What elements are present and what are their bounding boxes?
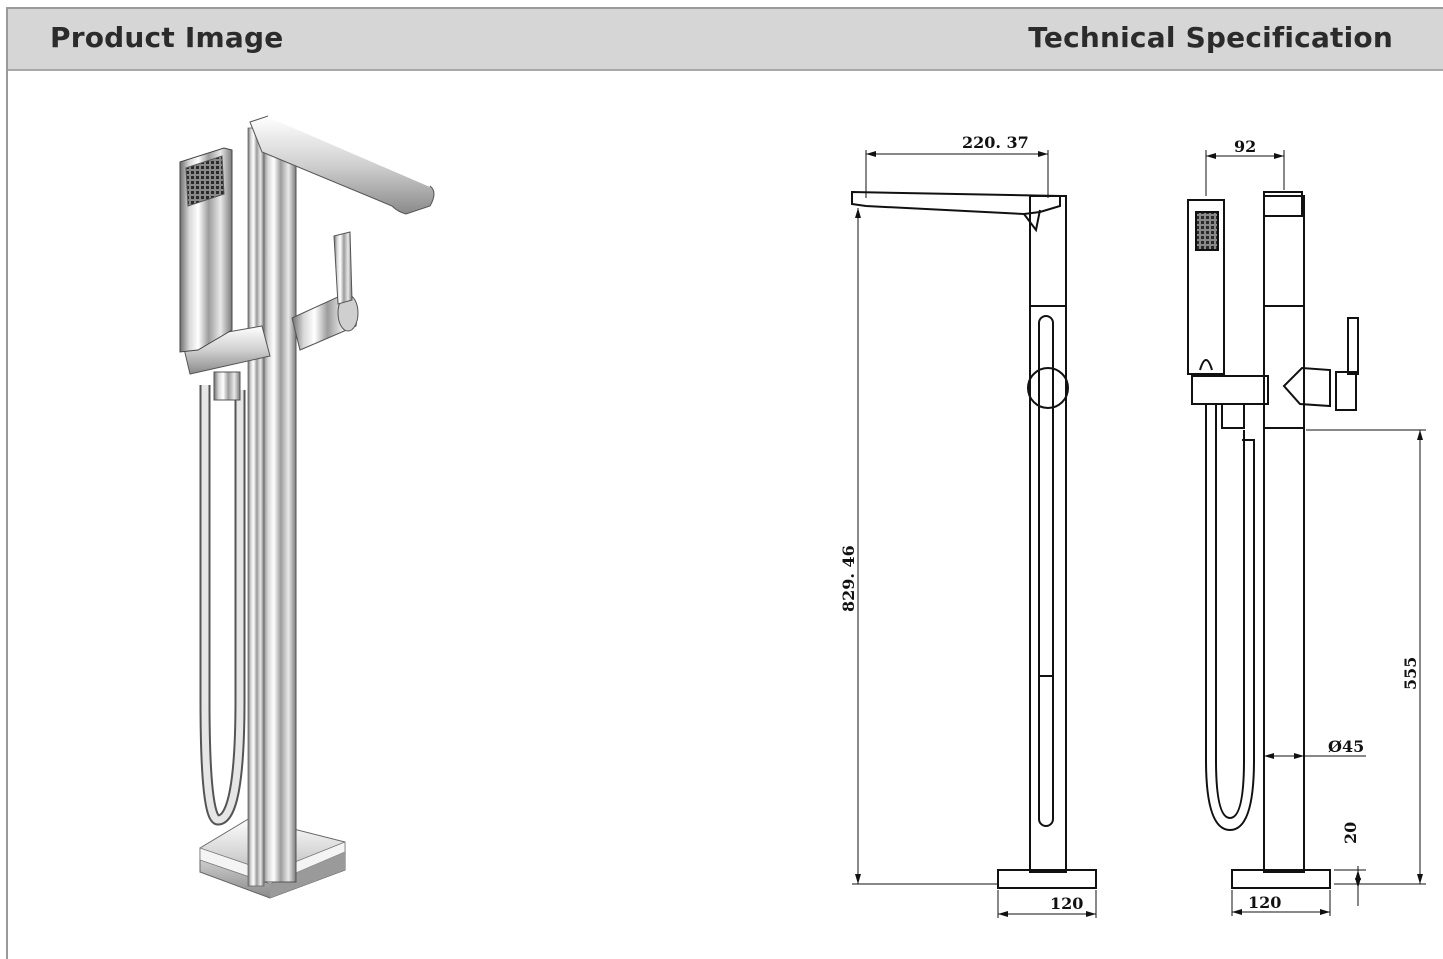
dimension-arrows xyxy=(855,151,1423,917)
dimension-lines xyxy=(852,150,1426,918)
freestanding-faucet-render xyxy=(179,115,435,899)
handle-height-label: 555 xyxy=(1401,657,1420,690)
total-height-label: 829. 46 xyxy=(839,545,858,612)
product-image-heading: Product Image xyxy=(50,21,284,54)
base-thickness-label: 20 xyxy=(1341,822,1360,844)
base-width-side-label: 120 xyxy=(1050,894,1083,913)
spout-reach-label: 220. 37 xyxy=(962,133,1029,152)
side-view-drawing xyxy=(851,190,1097,889)
front-view-drawing xyxy=(1187,191,1359,889)
handset-offset-label: 92 xyxy=(1234,137,1256,156)
base-width-front-label: 120 xyxy=(1248,893,1281,912)
technical-specification-heading: Technical Specification xyxy=(1028,21,1393,54)
header-bar: Product Image Technical Specification xyxy=(8,9,1443,71)
column-diameter-label: Ø45 xyxy=(1328,737,1364,756)
